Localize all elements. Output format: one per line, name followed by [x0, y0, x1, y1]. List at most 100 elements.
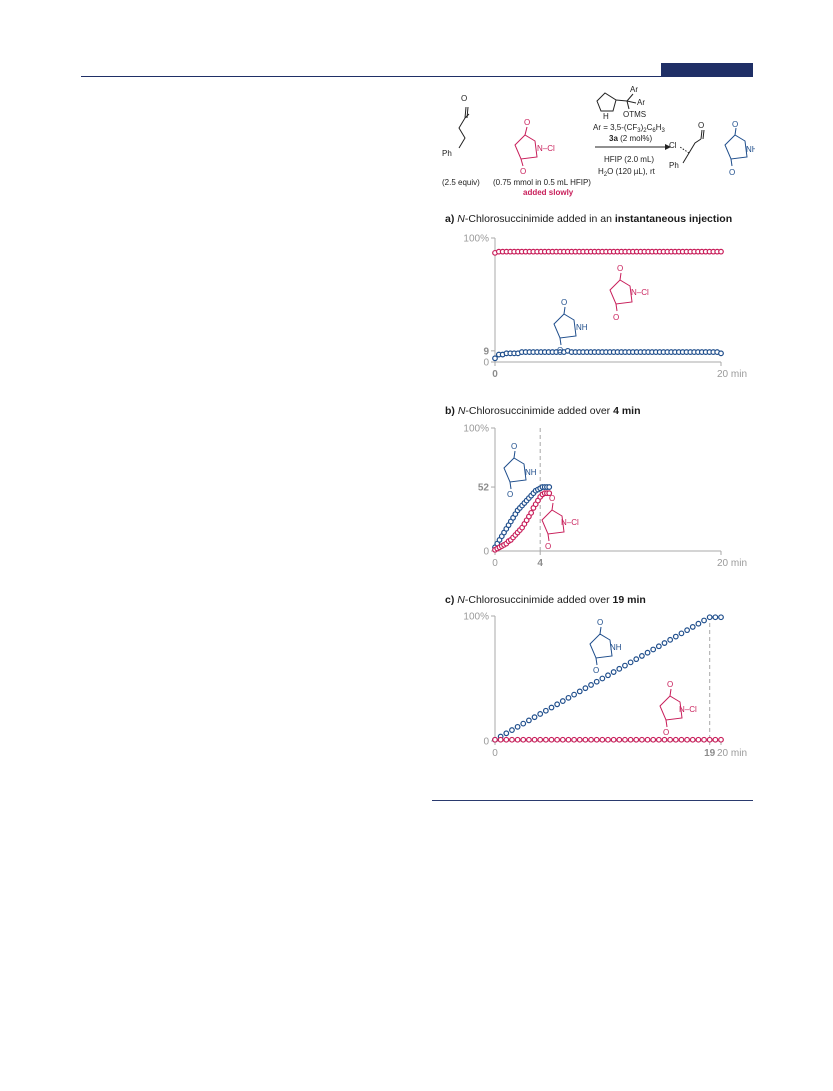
chart-c-ncl-o-bottom: O [663, 728, 669, 737]
data-point-ncl [546, 490, 553, 497]
data-point-nh [546, 484, 553, 490]
data-point-ncl [492, 736, 498, 743]
catalyst-loading: 3a (2 mol%) [609, 134, 652, 143]
data-point-ncl [514, 736, 521, 743]
data-point-ncl [689, 736, 696, 743]
data-point-nh [644, 649, 651, 656]
data-point-nh [712, 614, 719, 621]
data-point-ncl [718, 248, 724, 255]
data-point-ncl [695, 736, 702, 743]
data-point-nh [633, 656, 640, 663]
data-point-ncl [531, 736, 538, 743]
data-point-ncl [650, 736, 657, 743]
data-point-ncl [706, 736, 713, 743]
data-point-nh [542, 707, 549, 714]
data-point-nh [525, 717, 532, 724]
catalyst-ar-2: Ar [637, 98, 645, 107]
product-ph: Ph [669, 161, 679, 170]
data-point-nh [695, 620, 702, 627]
x-tick-label: 19 [704, 748, 716, 759]
chart-b-nh-structure [503, 450, 527, 490]
data-point-nh [503, 730, 510, 737]
y-tick-label: 0 [483, 358, 489, 369]
data-point-ncl [718, 736, 724, 743]
reaction-arrow-head [665, 144, 671, 150]
data-point-ncl [684, 736, 691, 743]
chart-a-nh-label: NH [576, 323, 588, 332]
product-structure [679, 129, 705, 164]
catalyst-h: H [603, 112, 609, 121]
ar-definition: Ar = 3,5-(CF3)2C6H3 [593, 123, 666, 134]
data-point-ncl [588, 736, 594, 743]
chart-c-ncl-o-top: O [667, 680, 673, 689]
header-tab [661, 63, 753, 77]
data-point-ncl [509, 736, 515, 743]
data-point-nh [531, 714, 538, 721]
data-point-ncl [548, 736, 555, 743]
data-point-ncl [661, 736, 668, 743]
data-point-nh [559, 698, 566, 704]
data-point-nh [571, 691, 578, 698]
chart-b-ncl-structure [541, 502, 565, 542]
y-tick-label: 52 [478, 483, 490, 494]
data-point-nh [650, 646, 657, 653]
reaction-scheme: O Ph O O N–Cl (2.5 equiv) (0.75 mmol in … [442, 85, 755, 197]
ncs-amount: (0.75 mmol in 0.5 mL HFIP) [493, 178, 591, 187]
data-point-ncl [576, 736, 583, 743]
data-point-nh [655, 643, 662, 650]
footer-rule [432, 800, 753, 801]
data-point-nh [565, 694, 572, 701]
chart-c-nh-o-bottom: O [593, 666, 599, 675]
y-tick-label: 0 [483, 547, 489, 558]
data-point-ncl [542, 736, 549, 743]
ncs-added-slowly: added slowly [523, 188, 574, 197]
chart-c-ncl-structure [659, 688, 683, 728]
chart-a-ncl-o-top: O [617, 264, 623, 273]
data-point-nh [599, 675, 606, 682]
data-point-ncl [712, 736, 719, 743]
x-tick-label: 4 [537, 558, 543, 569]
data-point-ncl [559, 736, 566, 743]
y-tick-label: 100% [463, 234, 489, 245]
chart-b-nh-o-top: O [511, 442, 517, 451]
data-point-ncl [627, 736, 634, 743]
data-point-nh [554, 701, 561, 708]
data-point-ncl [633, 736, 640, 743]
panel-c-title: c) N-Chlorosuccinimide added over 19 min [445, 594, 646, 606]
data-point-nh [610, 669, 617, 675]
data-point-ncl [610, 736, 617, 743]
y-tick-label: 9 [483, 346, 489, 357]
x-tick-label: 0 [492, 558, 498, 569]
data-point-nh [718, 614, 724, 621]
data-point-nh [492, 355, 498, 362]
conditions-hfip: HFIP (2.0 mL) [604, 155, 654, 164]
data-point-ncl [701, 736, 707, 743]
chart-a-structures: O O N–Cl O O NH [553, 264, 649, 355]
ncs-o-top: O [524, 118, 530, 127]
ncs-structure [514, 126, 538, 167]
succinimide-o-bottom: O [729, 168, 735, 177]
x-tick-label: 20 min [717, 369, 747, 380]
data-point-nh [537, 711, 544, 717]
data-point-ncl [528, 509, 535, 516]
x-tick-label: 20 min [717, 748, 747, 759]
data-point-nh [622, 662, 628, 669]
data-point-nh [661, 640, 668, 646]
data-point-nh [520, 720, 527, 727]
data-point-ncl [644, 736, 651, 743]
chart-a-nh-structure [553, 306, 577, 346]
data-point-ncl [638, 736, 645, 743]
data-point-nh [616, 665, 623, 672]
data-point-nh [593, 678, 600, 685]
data-point-ncl [582, 736, 589, 743]
data-point-nh [605, 672, 611, 679]
chart-c-nh-structure [589, 626, 613, 666]
data-point-ncl [655, 736, 662, 743]
y-tick-label: 100% [463, 424, 489, 435]
succinimide-o-top: O [732, 120, 738, 129]
data-point-ncl [520, 736, 527, 743]
chart-b-ncl-o-bottom: O [545, 542, 551, 551]
